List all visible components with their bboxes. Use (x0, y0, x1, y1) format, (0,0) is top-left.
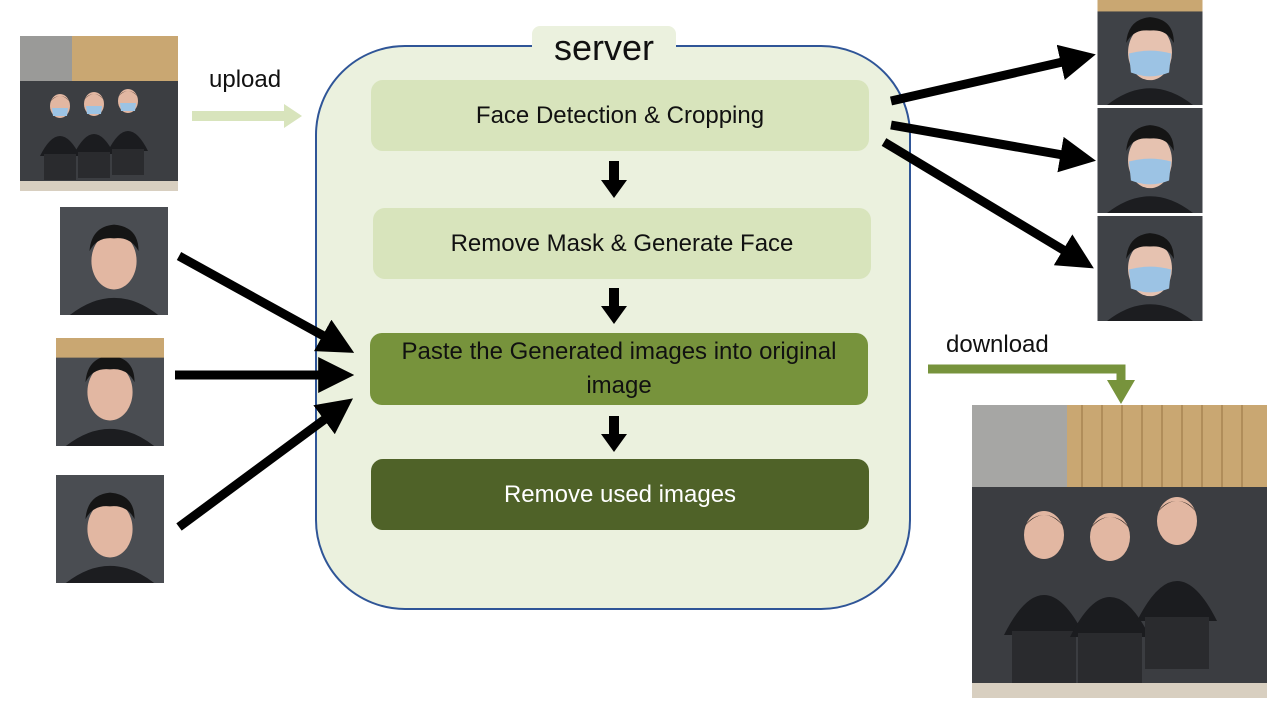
generated-face-photo-2 (56, 338, 164, 446)
input-group-photo (20, 36, 178, 191)
step-arrow-2-3 (601, 288, 627, 324)
server-title: server (532, 26, 676, 72)
arrow-face1-to-paste (176, 252, 355, 353)
step-remove-used: Remove used images (371, 459, 869, 530)
output-group-photo (972, 405, 1267, 698)
arrow-crop-1 (890, 44, 1096, 106)
upload-label: upload (209, 66, 282, 93)
step-face-detection: Face Detection & Cropping (371, 80, 869, 151)
cropped-face-photo-1 (1097, 0, 1203, 105)
step-paste-generated: Paste the Generated images into original… (370, 333, 868, 405)
upload-arrow (192, 104, 302, 128)
step-arrow-1-2 (601, 161, 627, 198)
arrow-crop-3 (881, 138, 1094, 269)
download-label: download (946, 331, 1049, 358)
step-arrow-3-4 (601, 416, 627, 452)
arrow-face3-to-paste (176, 398, 354, 531)
step-remove-mask: Remove Mask & Generate Face (373, 208, 871, 279)
download-arrow (928, 364, 1135, 404)
arrow-crop-2 (890, 120, 1096, 173)
